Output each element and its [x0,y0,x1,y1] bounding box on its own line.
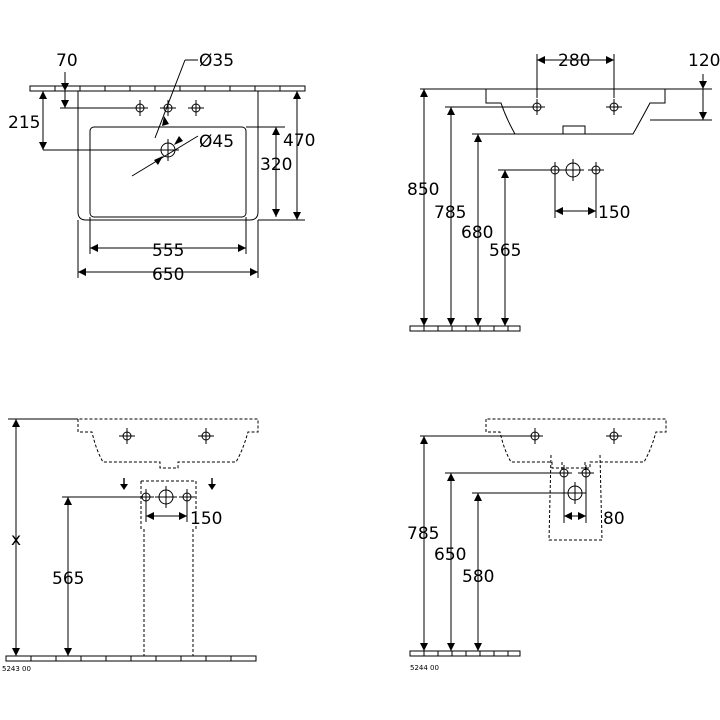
drawing-code: 5244 00 [410,664,439,672]
dim-785-label: 785 [434,203,466,223]
tap-hole-icon [605,427,623,445]
tap-hole-icon [605,98,623,116]
dim-120-label: 120 [688,51,720,71]
basin-front-outline [485,88,666,135]
pedestal-dashed [143,529,194,657]
down-arrow-icon [208,484,216,490]
dim-70-label: 70 [56,51,78,71]
dim-150-label: 150 [598,203,630,223]
dim-470-label: 470 [283,131,315,151]
dim-215-label: 215 [8,113,40,133]
dim-320-label: 320 [260,155,292,175]
basin-outline [77,91,259,221]
floor-strip [409,325,521,332]
dim-80-label: 80 [603,509,625,529]
tap-hole-icon [159,99,177,117]
dim-565-label: 565 [489,241,521,261]
dim-580-label: 580 [462,567,494,587]
basin-front-dashed [485,418,667,469]
dim-x-label: x [11,530,21,550]
tap-hole-icon [118,427,136,445]
dim-dia35-label: Ø35 [199,51,234,71]
dim-680-label: 680 [461,223,493,243]
dim-280-label: 280 [558,51,590,71]
front-view: 280 120 150 850 785 680 [407,51,720,332]
down-arrow-icon [120,484,128,490]
waste-hole-icon [154,485,178,509]
dim-dia45-label: Ø45 [199,132,234,152]
dim-555-label: 555 [152,241,184,261]
waste-hole-icon [561,158,585,182]
drawing-code: 5243 00 [2,665,31,673]
semi-pedestal-dashed [548,454,603,541]
dim-650-label: 650 [434,545,466,565]
dim-565-label: 565 [52,569,84,589]
wall-plate [29,85,306,92]
tap-hole-icon [197,427,215,445]
basin-front-dashed [77,418,259,469]
tap-hole-icon [187,99,205,117]
dim-785-label: 785 [407,524,439,544]
top-view: 70 215 Ø35 Ø45 470 320 555 [8,51,315,285]
dim-150-label: 150 [190,509,222,529]
dim-850-label: 850 [407,180,439,200]
floor-strip [409,650,521,657]
semi-pedestal-view: 80 785 650 580 5244 00 [407,418,667,672]
pedestal-view: 150 x 565 5243 00 [2,418,259,673]
basin-bowl [89,126,247,218]
dim-650-label: 650 [152,265,184,285]
